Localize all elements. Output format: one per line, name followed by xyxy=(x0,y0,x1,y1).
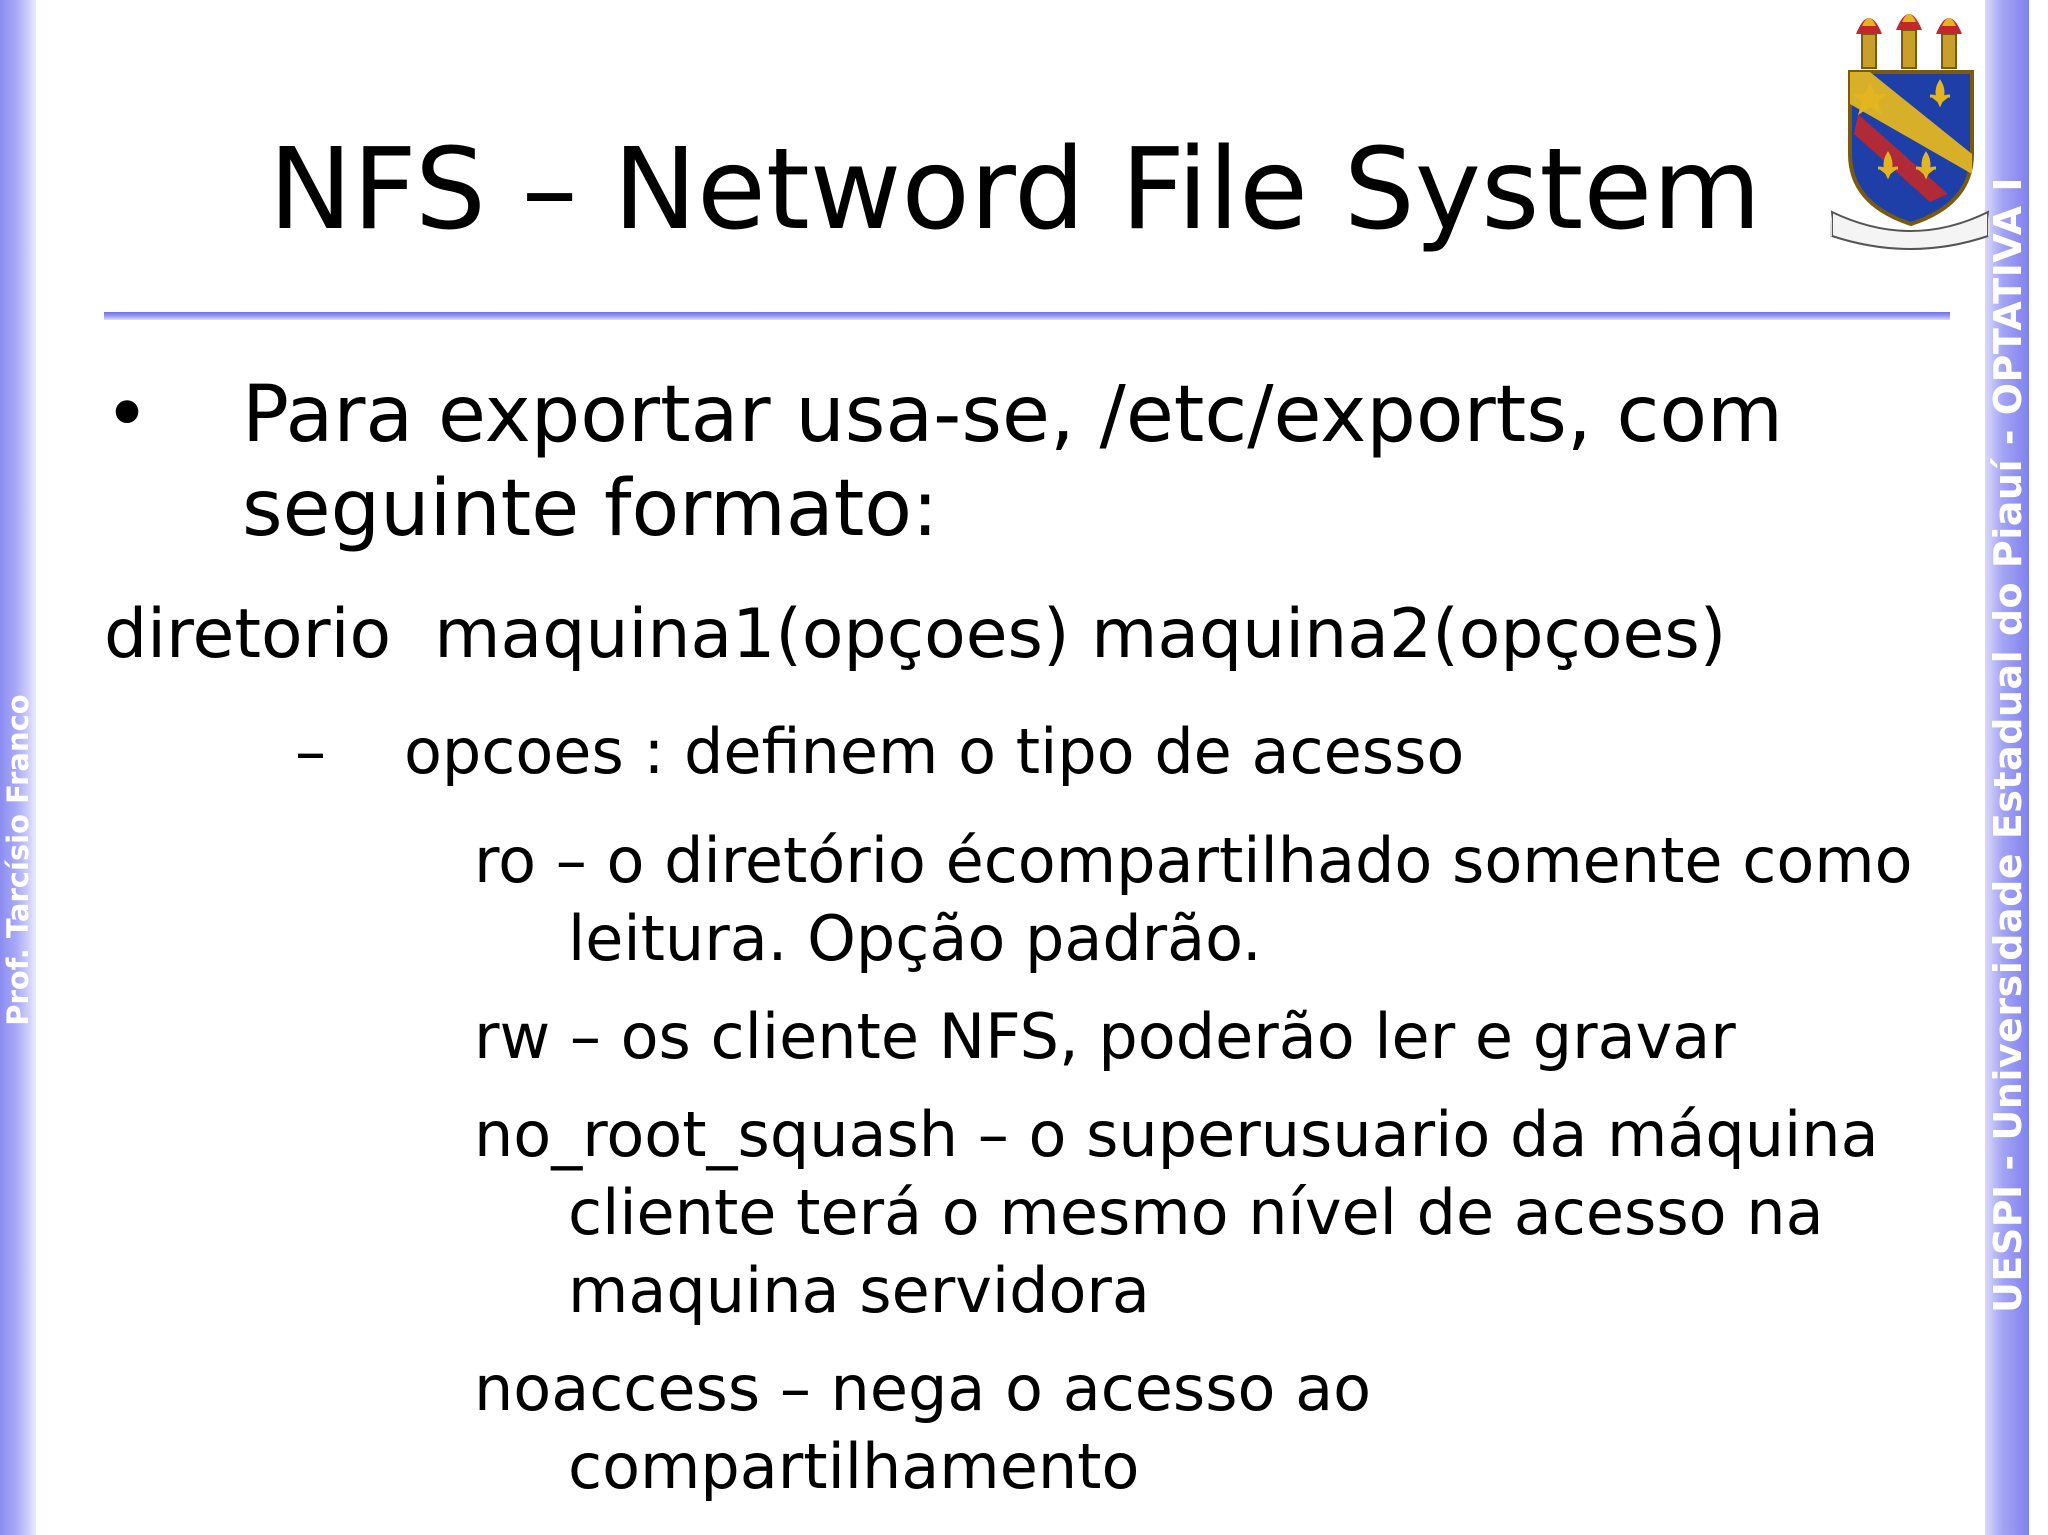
title-separator xyxy=(104,312,1950,320)
bullet-marker: • xyxy=(104,370,151,460)
shield-icon xyxy=(1848,70,1974,227)
torch-icon xyxy=(1936,18,1962,69)
options-list: ro – o diretório écompartilhado somente … xyxy=(474,822,1944,1526)
option-item-ro: ro – o diretório écompartilhado somente … xyxy=(474,824,1913,975)
author-label: Prof. Tarcísio Franco xyxy=(1,694,35,1026)
institution-label: UESPI - Universidade Estadual do Piauí -… xyxy=(1986,177,2030,1313)
option-item-rw: rw – os cliente NFS, poderão ler e grava… xyxy=(474,1000,1736,1073)
left-sidebar xyxy=(0,0,36,1535)
option-item-noaccess: noaccess – nega o acesso ao compartilham… xyxy=(474,1352,1372,1503)
sub-bullet-text: opcoes : definem o tipo de acesso xyxy=(404,715,1465,788)
option-item-no-root-squash: no_root_squash – o superusuario da máqui… xyxy=(474,1098,1879,1327)
right-sidebar xyxy=(1985,0,2029,1535)
torch-icon xyxy=(1856,18,1882,69)
bullet-text: Para exportar usa-se, /etc/exports, com … xyxy=(242,370,1784,554)
slide-title: NFS – Netword File System xyxy=(268,125,1762,255)
ribbon-icon xyxy=(1830,210,1990,250)
university-crest-logo xyxy=(1830,14,1990,250)
exports-format-line: diretorio maquina1(opçoes) maquina2(opço… xyxy=(104,595,1727,674)
sub-bullet-marker: – xyxy=(295,715,326,788)
torch-icon xyxy=(1896,14,1922,69)
